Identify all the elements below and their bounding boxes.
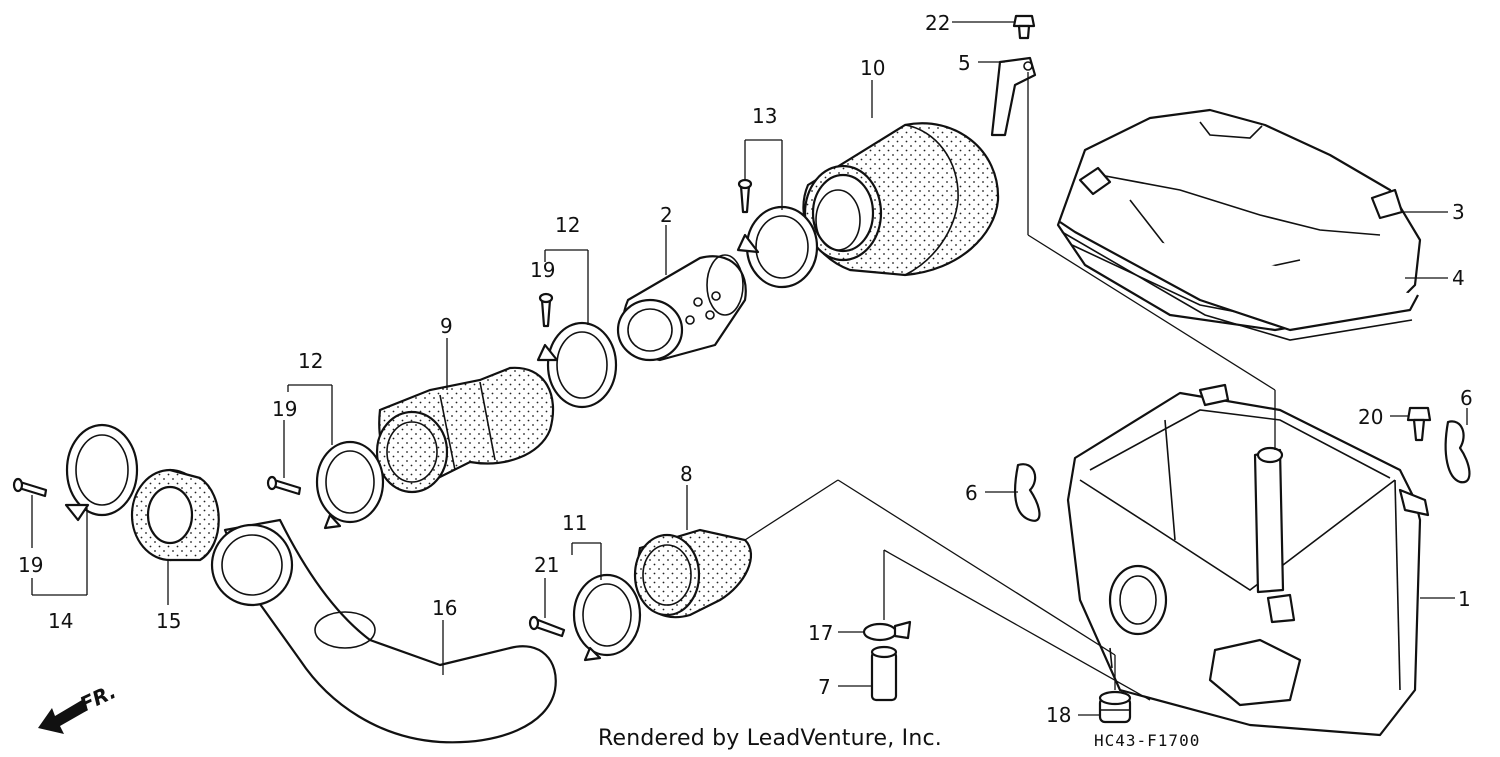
part-clip-6-left	[1014, 463, 1041, 522]
part-connecting-tube	[616, 254, 747, 362]
callout-10: 10	[860, 56, 885, 80]
callout-4: 4	[1452, 266, 1465, 290]
part-air-cleaner-element	[802, 122, 1000, 277]
callout-20: 20	[1358, 405, 1383, 429]
front-direction-arrow: FR.	[38, 679, 120, 734]
callout-2: 2	[660, 203, 673, 227]
part-grommet-18	[1098, 690, 1132, 724]
part-joint-15	[130, 468, 220, 562]
part-bolt-20	[1406, 406, 1432, 442]
callout-19-middle: 19	[272, 397, 297, 421]
callout-11: 11	[562, 511, 587, 535]
callout-17: 17	[808, 621, 833, 645]
leader-lines	[31, 21, 1468, 716]
callout-12-upper: 12	[555, 213, 580, 237]
callout-1: 1	[1458, 587, 1471, 611]
part-bolt-22	[1012, 14, 1036, 40]
credit-text: Rendered by LeadVenture, Inc.	[598, 726, 942, 751]
part-air-cleaner-case-cover	[1056, 108, 1422, 341]
callout-16: 16	[432, 596, 457, 620]
callout-15: 15	[156, 609, 181, 633]
part-clip-6-right	[1444, 420, 1471, 484]
part-stay-5	[990, 56, 1037, 137]
diagram-code: HC43-F1700	[1094, 731, 1201, 750]
callout-14: 14	[48, 609, 73, 633]
callout-6-right: 6	[1460, 386, 1473, 410]
callout-numbers: 1 2 3 4 5 6 6 7 8 9 10 11 12 12 13 14 15…	[18, 11, 1473, 727]
callout-7: 7	[818, 675, 831, 699]
callout-3: 3	[1452, 200, 1465, 224]
callout-5: 5	[958, 51, 971, 75]
arrow-shape	[38, 700, 88, 734]
part-tube-7	[870, 645, 898, 702]
callout-13: 13	[752, 104, 777, 128]
part-band-12-lower	[266, 440, 385, 530]
part-band-12-upper	[536, 292, 618, 409]
part-band-13	[736, 178, 819, 289]
callout-19-upper: 19	[530, 258, 555, 282]
part-band-14	[12, 423, 139, 522]
callout-22: 22	[925, 11, 950, 35]
part-intake-duct	[375, 366, 555, 494]
part-band-11	[528, 573, 642, 662]
callout-9: 9	[440, 314, 453, 338]
direction-label: FR.	[76, 679, 120, 716]
callout-6-left: 6	[965, 481, 978, 505]
part-intake-tube-16	[210, 518, 557, 744]
callout-12-lower: 12	[298, 349, 323, 373]
part-clip-17	[862, 620, 912, 642]
callout-19-left: 19	[18, 553, 43, 577]
callout-8: 8	[680, 462, 693, 486]
part-joint-8	[633, 528, 753, 619]
callout-18: 18	[1046, 703, 1071, 727]
part-air-cleaner-case	[1066, 383, 1430, 737]
callout-21: 21	[534, 553, 559, 577]
